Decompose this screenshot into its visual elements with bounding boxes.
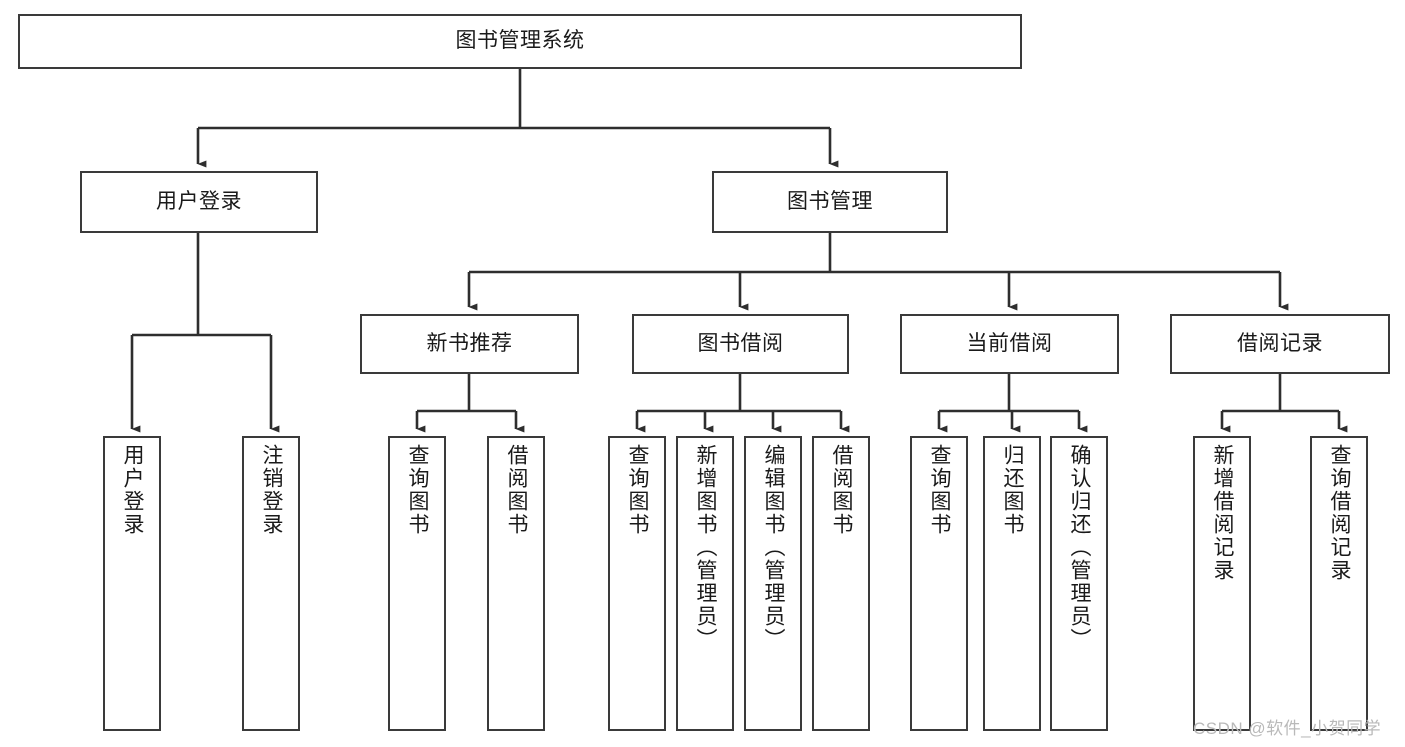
leaf-add-borrow-record-label: 新增借阅记录	[1211, 444, 1235, 582]
node-book-borrow[interactable]: 图书借阅	[632, 314, 849, 374]
node-borrow-records-label: 借阅记录	[1237, 331, 1323, 355]
leaf-query-book-recommend-label: 查询图书	[406, 444, 430, 536]
leaf-borrow-book-recommend-label: 借阅图书	[505, 444, 529, 536]
node-current-borrow-label: 当前借阅	[966, 331, 1053, 355]
leaf-confirm-return-admin-label: 确认归还（管理员）	[1068, 444, 1092, 651]
node-book-management[interactable]: 图书管理	[712, 171, 948, 233]
leaf-add-book-admin-label: 新增图书（管理员）	[694, 444, 718, 651]
leaf-user-login[interactable]: 用户登录	[103, 436, 161, 731]
leaf-borrow-book[interactable]: 借阅图书	[812, 436, 870, 731]
leaf-query-book-current-label: 查询图书	[928, 444, 952, 536]
leaf-user-login-label: 用户登录	[121, 444, 145, 536]
leaf-return-book-label: 归还图书	[1001, 444, 1025, 536]
leaf-query-book-current[interactable]: 查询图书	[910, 436, 968, 731]
node-root[interactable]: 图书管理系统	[18, 14, 1022, 69]
leaf-logout-label: 注销登录	[260, 444, 284, 536]
leaf-borrow-book-recommend[interactable]: 借阅图书	[487, 436, 545, 731]
node-book-borrow-label: 图书借阅	[697, 331, 784, 355]
node-user-login-label: 用户登录	[156, 189, 242, 213]
leaf-confirm-return-admin[interactable]: 确认归还（管理员）	[1050, 436, 1108, 731]
node-borrow-records[interactable]: 借阅记录	[1170, 314, 1390, 374]
leaf-return-book[interactable]: 归还图书	[983, 436, 1041, 731]
node-new-book-recommend-label: 新书推荐	[426, 331, 513, 355]
node-current-borrow[interactable]: 当前借阅	[900, 314, 1119, 374]
node-new-book-recommend[interactable]: 新书推荐	[360, 314, 579, 374]
leaf-logout[interactable]: 注销登录	[242, 436, 300, 731]
node-user-login[interactable]: 用户登录	[80, 171, 318, 233]
csdn-watermark: CSDN @软件_小贺同学	[1193, 719, 1382, 738]
leaf-query-borrow-record[interactable]: 查询借阅记录	[1310, 436, 1368, 731]
leaf-edit-book-admin-label: 编辑图书（管理员）	[762, 444, 786, 651]
leaf-query-book-borrow[interactable]: 查询图书	[608, 436, 666, 731]
leaf-edit-book-admin[interactable]: 编辑图书（管理员）	[744, 436, 802, 731]
leaf-borrow-book-label: 借阅图书	[830, 444, 854, 536]
leaf-query-borrow-record-label: 查询借阅记录	[1328, 444, 1352, 582]
leaf-add-borrow-record[interactable]: 新增借阅记录	[1193, 436, 1251, 731]
leaf-query-book-borrow-label: 查询图书	[626, 444, 650, 536]
node-root-label: 图书管理系统	[455, 29, 585, 53]
leaf-add-book-admin[interactable]: 新增图书（管理员）	[676, 436, 734, 731]
leaf-query-book-recommend[interactable]: 查询图书	[388, 436, 446, 731]
node-book-management-label: 图书管理	[787, 189, 873, 213]
